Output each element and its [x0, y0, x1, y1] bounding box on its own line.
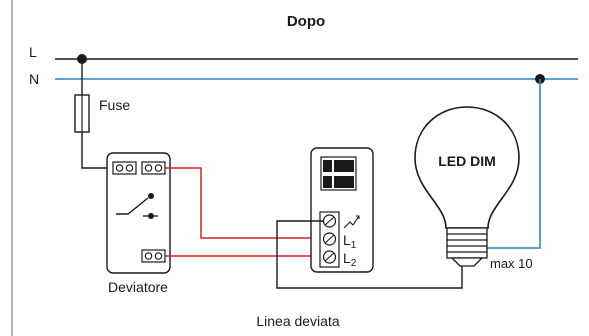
switch-screw-3 [144, 164, 153, 172]
switch-screw-2 [125, 164, 134, 172]
bulb-max-label: max 10 [490, 256, 533, 271]
switch-lever [116, 197, 149, 215]
dimmer-load-wire [276, 220, 463, 289]
switch-label: Deviatore [108, 279, 168, 295]
bulb-glass [414, 106, 520, 229]
diagram-title: Dopo [287, 13, 325, 30]
switch-screw-6 [154, 252, 163, 260]
switch-screw-4 [154, 164, 163, 172]
switch-screw-1 [115, 164, 124, 172]
dimmer-terminal-l2-label: L2 [343, 250, 357, 269]
dimmer-dip-2-slot [334, 176, 354, 188]
dimmer-screw-l1-slot [324, 234, 335, 244]
dimmer-output-symbol [343, 215, 360, 229]
dimmer-terminal-l1-label: L1 [343, 232, 357, 251]
neutral-to-bulb-wire [479, 79, 541, 249]
dimmer-dip-1 [323, 160, 332, 172]
dimmer-screw-load-slot [324, 216, 335, 226]
diagram-caption: Linea deviata [256, 313, 340, 329]
dimmer-dip-2 [323, 176, 332, 188]
switch-body [106, 152, 171, 274]
switch-contact-top [148, 193, 154, 199]
neutral-line-label: N [29, 71, 39, 87]
bulb-label: LED DIM [438, 153, 496, 169]
fuse-to-switch-wire [81, 132, 112, 169]
fuse-label: Fuse [99, 97, 130, 113]
switch-screw-5 [144, 252, 153, 260]
bulb-base [446, 227, 488, 259]
bulb-thread [447, 233, 487, 253]
dimmer-screw-l2-slot [324, 252, 335, 262]
switch-contact-lower [148, 213, 154, 219]
dimmer-dip-1-slot [334, 160, 354, 172]
traveler-wire-1 [165, 167, 323, 239]
bulb-contact [450, 257, 484, 267]
live-line-label: L [29, 44, 37, 60]
